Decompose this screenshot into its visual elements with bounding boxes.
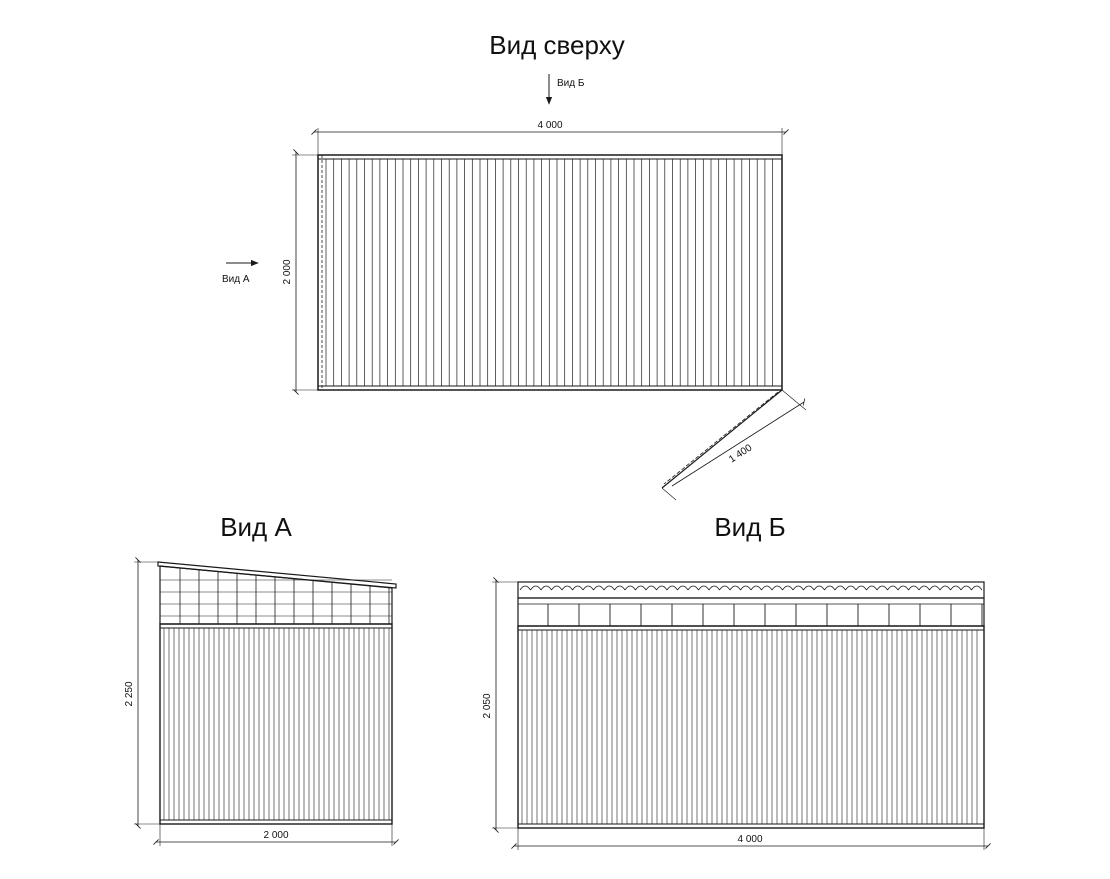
view-a-lattice-band bbox=[159, 565, 393, 625]
view-b-roof-wave bbox=[698, 585, 710, 591]
view-b-roof-wave bbox=[729, 585, 741, 591]
view-b-roof-wave bbox=[887, 585, 899, 591]
top-plan-outline bbox=[317, 154, 783, 391]
view-b-block-band bbox=[517, 597, 985, 627]
view-b-roof-wave bbox=[656, 585, 668, 591]
view-b-title: Вид Б bbox=[714, 512, 785, 542]
view-b-panel bbox=[517, 625, 985, 829]
gate-swing: 1 400 bbox=[661, 389, 807, 501]
view-b-roof-wave bbox=[866, 585, 878, 591]
view-a-lattice bbox=[160, 567, 392, 624]
view-a-roof bbox=[157, 561, 397, 589]
view-b-roof-wave bbox=[771, 585, 783, 591]
view-b-roof-wave bbox=[519, 585, 531, 591]
view-b: Вид Б 2 050 4 000 bbox=[482, 512, 991, 850]
view-b-roof-wave bbox=[845, 585, 857, 591]
view-a: Вид А 2 250 2 000 bbox=[124, 512, 399, 846]
view-b-roof-wave bbox=[708, 585, 720, 591]
view-b-roof-wave bbox=[614, 585, 626, 591]
view-b-roof-wave bbox=[635, 585, 647, 591]
top-plan-ribs bbox=[325, 159, 773, 386]
view-b-roof-wave bbox=[950, 585, 962, 591]
view-a-width-dim-text: 2 000 bbox=[263, 830, 288, 841]
view-a-marker-label: Вид А bbox=[222, 274, 250, 285]
view-b-roof-wave bbox=[593, 585, 605, 591]
view-b-height-dim-text: 2 050 bbox=[482, 693, 493, 718]
view-b-roof-wave bbox=[960, 585, 972, 591]
view-b-roof-wave bbox=[813, 585, 825, 591]
view-b-roof-wave bbox=[624, 585, 636, 591]
view-b-roof-wave bbox=[540, 585, 552, 591]
view-b-roof-wave bbox=[908, 585, 920, 591]
view-b-roof-wave bbox=[876, 585, 888, 591]
view-b-roof-wave bbox=[687, 585, 699, 591]
view-b-roof-wave bbox=[782, 585, 794, 591]
view-b-roof-wave bbox=[918, 585, 930, 591]
view-b-roof-wave bbox=[719, 585, 731, 591]
view-b-roof-wave bbox=[824, 585, 836, 591]
view-b-roof-wave bbox=[792, 585, 804, 591]
view-b-roof-wave bbox=[939, 585, 951, 591]
view-b-roof-wave bbox=[740, 585, 752, 591]
view-b-roof-wave bbox=[561, 585, 573, 591]
view-b-roof-wave bbox=[530, 585, 542, 591]
top-depth-dim-text: 2 000 bbox=[282, 259, 293, 284]
view-b-roof-wave bbox=[645, 585, 657, 591]
view-a-panel bbox=[159, 623, 393, 825]
view-b-roof-wave bbox=[666, 585, 678, 591]
view-a-title: Вид А bbox=[220, 512, 292, 542]
view-b-roof-wave bbox=[834, 585, 846, 591]
view-b-roof-wave bbox=[897, 585, 909, 591]
view-a-height-dim-text: 2 250 bbox=[124, 681, 135, 706]
view-b-blocks bbox=[547, 604, 983, 626]
view-a-ribs bbox=[163, 628, 390, 820]
view-b-ribs bbox=[521, 630, 978, 824]
view-b-roof-wave bbox=[761, 585, 773, 591]
top-view: Вид сверху Вид Б Вид А 4 000 2 000 1 bbox=[222, 30, 807, 501]
top-width-dim-text: 4 000 bbox=[537, 120, 562, 131]
view-b-roof-wave bbox=[929, 585, 941, 591]
view-b-roof-wave bbox=[855, 585, 867, 591]
view-b-roof-wave bbox=[582, 585, 594, 591]
view-b-roof-wave bbox=[971, 585, 983, 591]
view-b-roof-wave bbox=[603, 585, 615, 591]
view-b-marker-label: Вид Б bbox=[557, 78, 585, 89]
gate-length-dim-text: 1 400 bbox=[727, 442, 754, 465]
view-b-width-dim-text: 4 000 bbox=[737, 834, 762, 845]
view-b-roof-wave bbox=[551, 585, 563, 591]
top-view-title: Вид сверху bbox=[489, 30, 624, 60]
view-b-roof-corrugation bbox=[519, 585, 983, 591]
view-b-roof-wave bbox=[750, 585, 762, 591]
view-b-roof-wave bbox=[677, 585, 689, 591]
view-b-roof-wave bbox=[803, 585, 815, 591]
view-b-roof-wave bbox=[572, 585, 584, 591]
